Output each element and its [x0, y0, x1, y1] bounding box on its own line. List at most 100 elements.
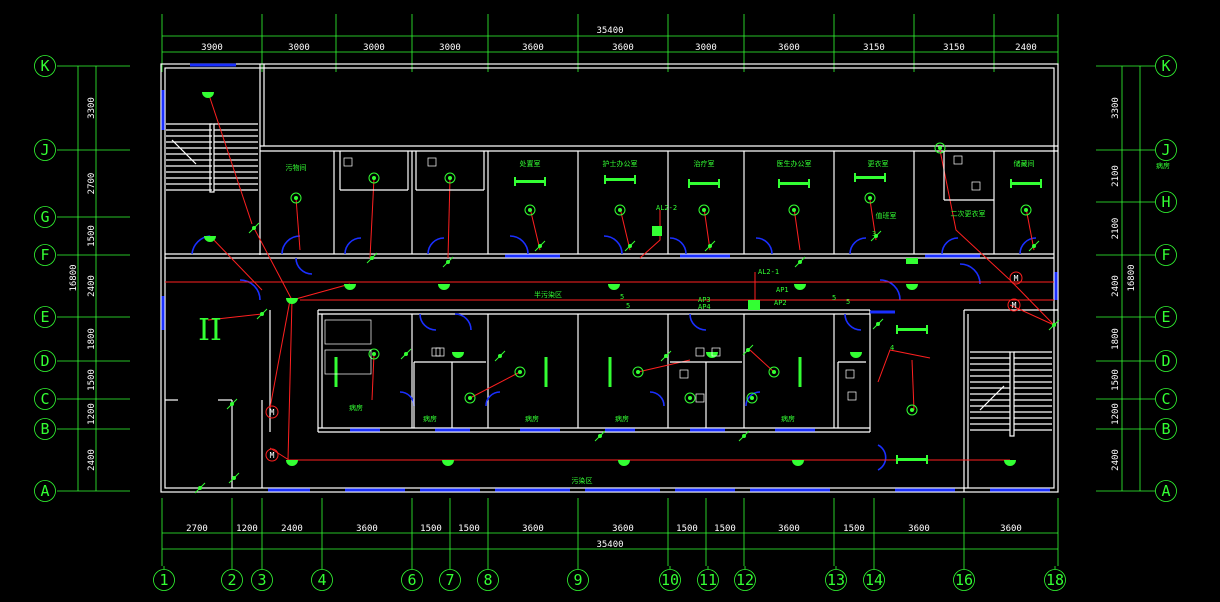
row-label-right-H: H [1161, 193, 1170, 211]
sanitary-fixture-10 [695, 347, 705, 357]
vertical-lamp-1 [608, 357, 612, 387]
round-lamp-9 [368, 348, 380, 360]
label-ward-b: 病房 [423, 414, 437, 423]
row-bubble-right-K [1155, 55, 1177, 77]
distribution-panel-right [906, 258, 918, 264]
bottom-dim-1: 1200 [236, 524, 258, 534]
sanitary-fixture-0 [343, 157, 353, 167]
ceiling-lamp-11 [792, 460, 804, 466]
col-label-2: 2 [227, 571, 236, 589]
label-ward-d: 病房 [615, 414, 629, 423]
row-bubble-right-F [1155, 244, 1177, 266]
row-bubble-left-C [34, 388, 56, 410]
row-label-right-F: F [1161, 246, 1170, 264]
top-dim-8: 3150 [863, 43, 885, 53]
top-dim-0: 3900 [201, 43, 223, 53]
row-label-left-J: J [40, 141, 49, 159]
bottom-dim-6: 3600 [522, 524, 544, 534]
row-label-right-E: E [1161, 308, 1170, 326]
col-bubble-3 [251, 569, 273, 591]
col-label-6: 6 [407, 571, 416, 589]
side-dimensions: 16800 16800 3300270015002400180015001200… [69, 66, 1141, 491]
ceiling-lamp-8 [286, 460, 298, 466]
round-lamp-17 [934, 142, 946, 154]
col-label-1: 1 [159, 571, 168, 589]
round-lamp-12 [632, 366, 644, 378]
svg-text:M: M [1012, 301, 1017, 310]
label-contaminated: 污染区 [572, 476, 593, 485]
row-label-left-B: B [40, 420, 49, 438]
round-lamp-14 [684, 392, 696, 404]
col-bubble-2 [221, 569, 243, 591]
col-label-9: 9 [573, 571, 582, 589]
right-dim-2: 2100 [1111, 218, 1121, 240]
sanitary-fixture-3 [971, 181, 981, 191]
col-label-13: 13 [827, 571, 845, 589]
fluorescent-0 [514, 180, 546, 183]
col-bubble-6 [401, 569, 423, 591]
row-label-right-A: A [1161, 482, 1170, 500]
label-n3: 3 [872, 230, 876, 238]
vertical-lamp-3 [334, 357, 338, 387]
svg-text:M: M [270, 408, 275, 417]
bottom-dim-8: 1500 [676, 524, 698, 534]
top-total-dim: 35400 [596, 26, 623, 36]
ceiling-lamp-0 [202, 92, 214, 98]
col-label-4: 4 [317, 571, 326, 589]
right-dim-6: 1200 [1111, 403, 1121, 425]
col-bubble-9 [567, 569, 589, 591]
col-label-16: 16 [955, 571, 973, 589]
round-lamp-15 [746, 392, 758, 404]
row-label-right-C: C [1161, 390, 1170, 408]
label-ward-a: 病房 [349, 403, 363, 412]
row-label-right-J: J [1161, 141, 1170, 159]
top-dim-7: 3600 [778, 43, 800, 53]
col-bubble-18 [1044, 569, 1066, 591]
sanitary-fixture-4 [679, 369, 689, 379]
left-dim-0: 3300 [87, 97, 97, 119]
col-bubble-16 [953, 569, 975, 591]
left-dim-6: 1200 [87, 403, 97, 425]
label-al21: AL2-1 [758, 268, 779, 276]
label-n5b: 5 [626, 302, 630, 310]
row-bubble-right-B [1155, 418, 1177, 440]
row-label-left-E: E [40, 308, 49, 326]
right-dim-7: 2400 [1111, 449, 1121, 471]
top-dim-1: 3000 [288, 43, 310, 53]
bottom-dim-11: 1500 [843, 524, 865, 534]
row-label-left-F: F [40, 246, 49, 264]
bottom-dim-10: 3600 [778, 524, 800, 534]
ceiling-lamp-10 [618, 460, 630, 466]
row-label-left-K: K [40, 57, 49, 75]
sanitary-fixture-9 [435, 347, 445, 357]
row-bubble-left-E [34, 306, 56, 328]
ceiling-lamp-12 [1004, 460, 1016, 466]
right-dim-3: 2400 [1111, 275, 1121, 297]
sanitary-fixture-5 [695, 393, 705, 403]
row-bubble-right-J [1155, 139, 1177, 161]
right-dim-4: 1800 [1111, 328, 1121, 350]
top-dim-6: 3000 [695, 43, 717, 53]
right-dim-5: 1500 [1111, 369, 1121, 391]
label-storage: 储藏间 [1014, 159, 1035, 168]
round-lamp-10 [464, 392, 476, 404]
round-lamp-1 [524, 204, 536, 216]
col-bubble-10 [659, 569, 681, 591]
row-label-right-D: D [1161, 352, 1170, 370]
right-dim-0: 3300 [1111, 97, 1121, 119]
fluorescent-7 [896, 328, 928, 331]
bottom-dim-5: 1500 [458, 524, 480, 534]
bottom-dim-4: 1500 [420, 524, 442, 534]
fluorescent-1 [604, 178, 636, 181]
row-bubble-right-D [1155, 350, 1177, 372]
vertical-lamp-2 [798, 357, 802, 387]
bed-0 [324, 319, 372, 345]
row-bubble-left-B [34, 418, 56, 440]
label-disposal: 处置室 [520, 159, 541, 168]
bottom-dim-3: 3600 [356, 524, 378, 534]
col-bubble-12 [734, 569, 756, 591]
round-lamp-11 [514, 366, 526, 378]
